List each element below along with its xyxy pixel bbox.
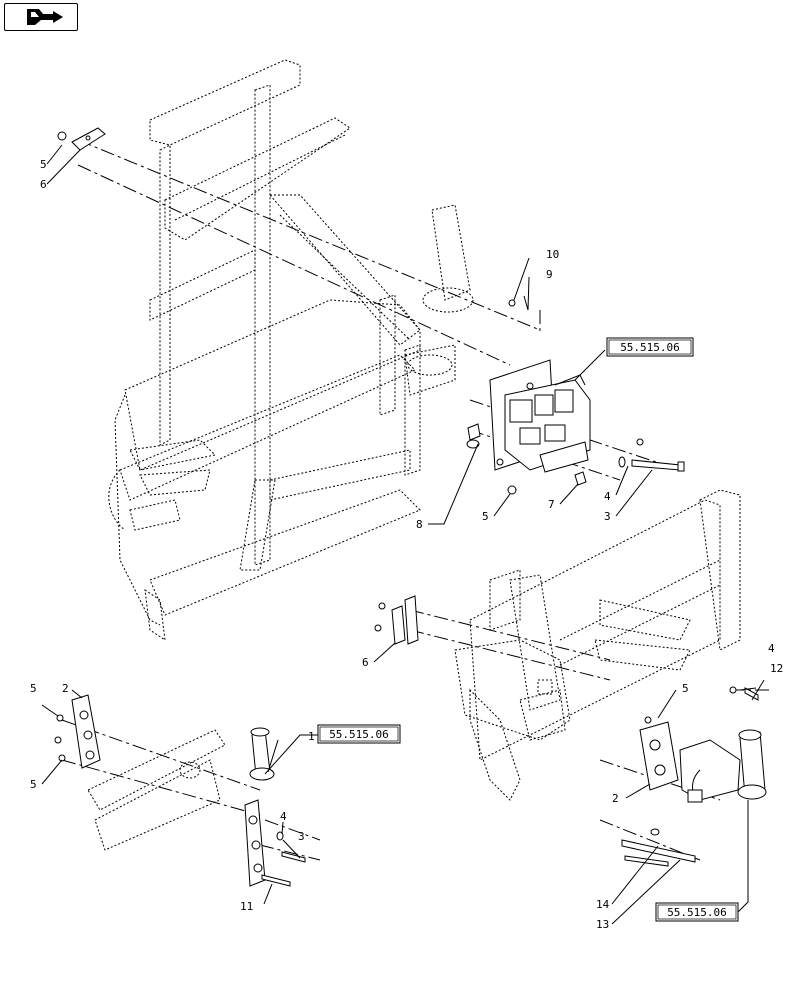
lower-right-boom-frame	[454, 489, 741, 801]
reference-boxes: 55.515.06 55.515.06 55.515.06	[317, 337, 739, 922]
callout-13: 13	[596, 918, 609, 931]
callout-10: 10	[546, 248, 559, 261]
valve-ref-text: 55.515.06	[620, 341, 680, 354]
left-sensor-ref-text: 55.515.06	[329, 728, 389, 741]
valve-assembly	[466, 359, 685, 495]
right-sensor	[621, 686, 767, 867]
callout-12: 12	[770, 662, 783, 675]
callout-6-top: 6	[40, 178, 47, 191]
callout-8: 8	[416, 518, 423, 531]
callout-14: 14	[596, 898, 610, 911]
callout-2-left: 2	[62, 682, 69, 695]
right-sensor-ref-text: 55.515.06	[667, 906, 727, 919]
assembly-centerlines	[61, 139, 770, 861]
right-bracket-plate	[374, 595, 419, 645]
right-sensor-reference-link[interactable]: 55.515.06	[655, 902, 739, 922]
callout-2-right: 2	[612, 792, 619, 805]
top-bolt-and-washer	[508, 295, 529, 311]
valve-reference-link[interactable]: 55.515.06	[606, 337, 694, 357]
callout-5-left-b: 5	[30, 778, 37, 791]
callout-5-top: 5	[40, 158, 47, 171]
leader-lines	[41, 144, 765, 925]
callout-7: 7	[548, 498, 555, 511]
left-sensor	[244, 727, 306, 887]
callout-3-mid: 3	[604, 510, 611, 523]
left-mount-plate	[54, 694, 101, 769]
callout-11: 11	[240, 900, 253, 913]
callout-5-left-a: 5	[30, 682, 37, 695]
left-sensor-reference-link[interactable]: 55.515.06	[317, 724, 401, 744]
callout-5-right: 5	[682, 682, 689, 695]
lower-left-tube	[87, 729, 226, 851]
top-bracket-plate	[57, 127, 106, 151]
callout-5-mid: 5	[482, 510, 489, 523]
callout-3-left: 3	[298, 830, 305, 843]
callout-6-right: 6	[362, 656, 369, 669]
back-button[interactable]	[4, 3, 78, 31]
callout-4-mid: 4	[604, 490, 611, 503]
callout-9: 9	[546, 268, 553, 281]
callout-4-right: 4	[768, 642, 775, 655]
back-arrow-icon	[27, 9, 63, 25]
callout-labels: 5 6 10 9 8 5 7 4 3 6 4 12 5 2 14 13 5 2 …	[30, 158, 783, 931]
callout-1: 1	[308, 730, 315, 743]
upper-boom-frame	[108, 59, 474, 642]
callout-4-left: 4	[280, 810, 287, 823]
